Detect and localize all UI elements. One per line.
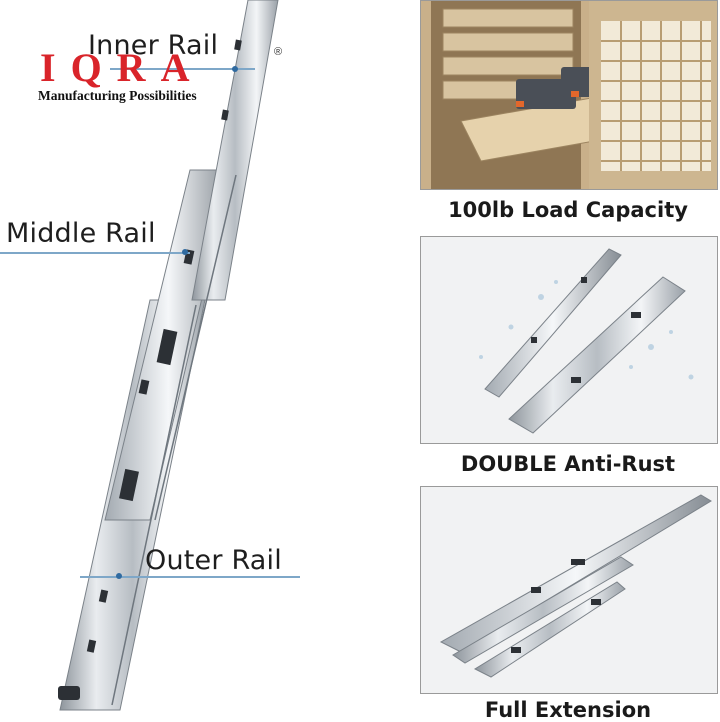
middle-rail-leader: [0, 252, 190, 254]
rail-holes: [58, 39, 242, 700]
middle-rail-label: Middle Rail: [6, 218, 156, 249]
full-extension-caption: Full Extension: [484, 698, 652, 722]
load-capacity-photo: [420, 0, 718, 190]
load-capacity-caption: 100lb Load Capacity: [448, 198, 688, 222]
brand-logo: IQRA ® Manufacturing Possibilities: [38, 45, 282, 106]
cabinet-drawer-illustration: [421, 1, 717, 189]
anti-rust-caption: DOUBLE Anti-Rust: [460, 452, 676, 476]
logo-registered-mark: ®: [274, 46, 283, 58]
outer-rail-label: Outer Rail: [145, 545, 282, 576]
logo-tagline: Manufacturing Possibilities: [38, 88, 197, 103]
drawer-slide-rail-image: [58, 0, 279, 711]
inner-rail-leader: [110, 68, 255, 70]
logo-wordmark: IQRA: [40, 45, 205, 90]
outer-rail-leader: [80, 576, 300, 578]
rails-splash-illustration: [421, 237, 717, 443]
full-extension-photo: [420, 486, 718, 694]
outer-rail-pointer: [116, 573, 122, 579]
inner-rail: [191, 0, 279, 301]
inner-rail-pointer: [232, 66, 238, 72]
middle-rail-pointer: [182, 249, 188, 255]
extended-rail-illustration: [421, 487, 717, 693]
inner-rail-label: Inner Rail: [88, 30, 219, 61]
anti-rust-photo: [420, 236, 718, 444]
